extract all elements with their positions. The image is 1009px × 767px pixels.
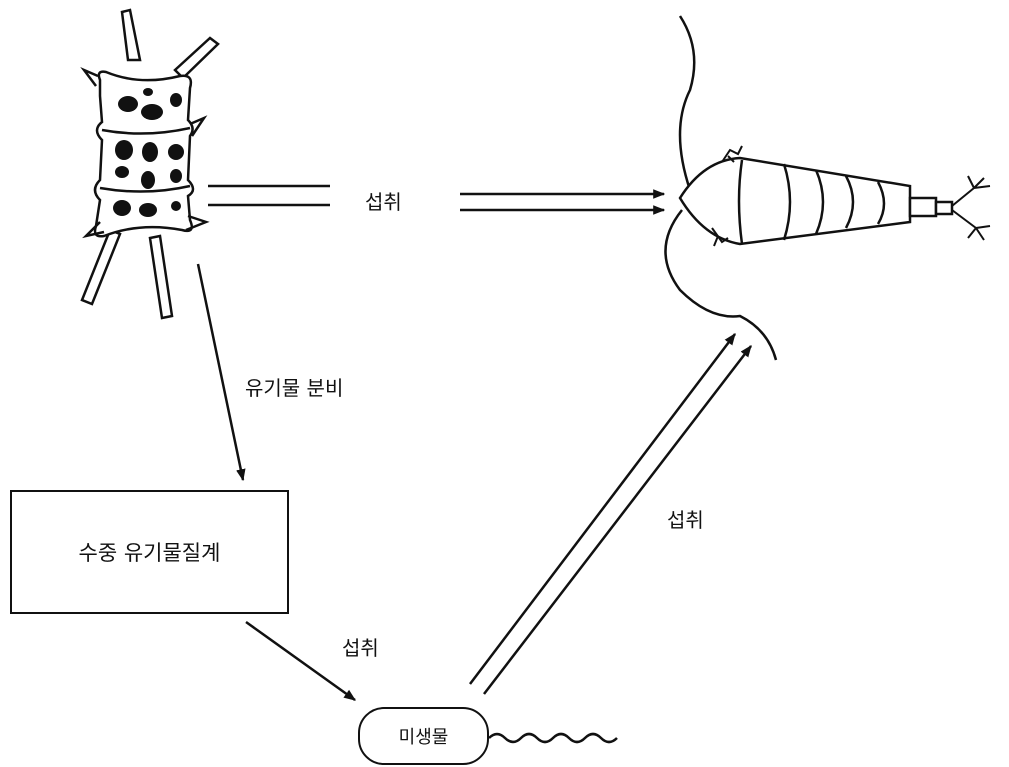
copepod-icon (665, 16, 990, 360)
label-ingest-right: 섭취 (667, 504, 704, 533)
arrow-ingest-bottom (246, 622, 355, 700)
label-ingest-bottom: 섭취 (342, 632, 379, 661)
flagellum (489, 734, 617, 742)
label-ingest-top: 섭취 (365, 186, 402, 215)
arrow-secretion (198, 264, 243, 480)
microorganism-node: 미생물 (358, 707, 489, 765)
arrow-ingest-top (208, 186, 664, 210)
microorganism-label: 미생물 (399, 723, 449, 749)
arrow-ingest-right (470, 334, 751, 694)
phytoplankton-icon (82, 10, 218, 318)
label-secretion: 유기물 분비 (245, 372, 343, 401)
dissolved-organic-matter-box: 수중 유기물질계 (10, 490, 289, 614)
dissolved-organic-matter-label: 수중 유기물질계 (79, 537, 221, 567)
